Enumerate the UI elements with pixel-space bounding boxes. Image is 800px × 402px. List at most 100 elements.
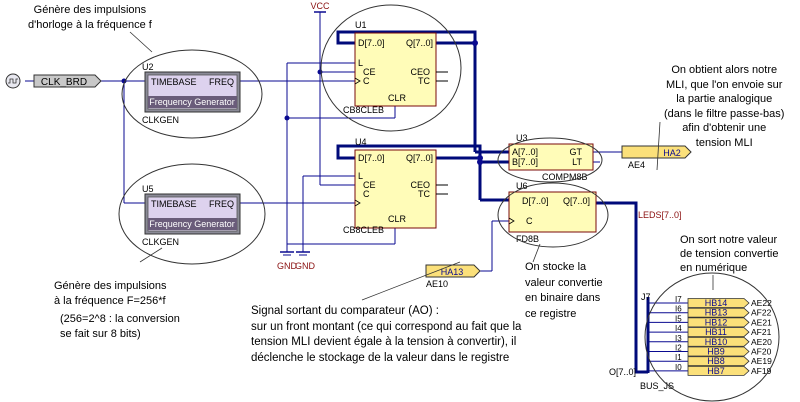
leader-top-left (129, 31, 153, 53)
counter-u1-body (354, 32, 437, 107)
counter-u1-pin-ce: CE (363, 67, 376, 77)
counter-u4-pin-q: Q[7..0] (406, 153, 433, 163)
counter-u1-ref: U1 (355, 20, 367, 30)
bus-js-label: BUS_JS (640, 381, 674, 391)
counter-u4-pin-l: L (358, 171, 363, 181)
bus-u6-q (596, 201, 648, 374)
port-clk-brd[interactable]: CLK_BRD (5, 73, 102, 89)
comparator-u3-pin-lt: LT (572, 157, 582, 167)
register-u6-pin-d: D[7..0] (522, 196, 549, 206)
j7-port-hb13[interactable] (687, 307, 750, 318)
j7-port-hb12[interactable] (687, 317, 750, 328)
clkgen-u5-label-bar (148, 218, 237, 230)
leader-register (532, 243, 541, 263)
clock-wave-mark (8, 78, 18, 84)
buses (336, 30, 650, 374)
counter-u4-ref: U4 (355, 137, 367, 147)
comparator-u3-pin-a: A[7..0] (512, 147, 538, 157)
j7-net-af19: AF19 (751, 366, 772, 376)
j7-pin-i5: I5 (675, 314, 682, 323)
comparator-u3-pin-gt: GT (570, 147, 583, 157)
port-clk-brd-shape (33, 74, 102, 88)
connector-j7-label: J7 (641, 292, 651, 302)
counter-u4[interactable]: U4 D[7..0] Q[7..0] L CE C CEO TC CLR CB8… (343, 137, 448, 235)
comparator-u3[interactable]: U3 A[7..0] B[7..0] GT LT COMPM8B (508, 133, 594, 182)
clkgen-u5[interactable]: U5 TIMEBASE FREQ Frequency Generator CLK… (142, 184, 241, 247)
port-ha2-net: AE4 (628, 160, 645, 170)
j7-port-hb7[interactable] (687, 365, 750, 376)
j7-net-af21: AF21 (751, 327, 772, 337)
counter-u4-body (354, 149, 437, 229)
clkgen-u2-type: CLKGEN (142, 115, 179, 125)
circle-j7-outputs (644, 272, 780, 402)
port-ha13[interactable]: HA13 AE10 (425, 264, 481, 289)
counter-u4-pin-c: C (363, 189, 370, 199)
register-u6-pin-q: Q[7..0] (563, 196, 590, 206)
counter-u4-pin-clr: CLR (388, 214, 407, 224)
gnd-label-1: GND (277, 261, 298, 271)
circle-comparator (497, 137, 603, 183)
junctions (121, 40, 483, 165)
clkgen-u5-pin-out: FREQ (209, 199, 234, 209)
j7-pin-i3: I3 (675, 334, 682, 343)
counter-u4-pin-tc: TC (418, 189, 430, 199)
j7-port-hb8[interactable] (687, 356, 750, 367)
counter-u1-type: CB8CLEB (343, 105, 384, 115)
bus-u1-d (336, 30, 477, 152)
j7-port-label-hb10: HB10 (705, 337, 728, 347)
counter-u1-pin-tc: TC (418, 76, 430, 86)
clkgen-u5-ref: U5 (142, 184, 154, 194)
j7-pin-i2: I2 (675, 344, 682, 353)
annotation-mli: On obtient alors notre MLI, que l'on env… (664, 64, 785, 149)
annotation-comparator-signal: Signal sortant du comparateur (AO) : sur… (251, 305, 522, 364)
port-ha2[interactable]: HA2 AE4 (621, 145, 692, 170)
bus-o-label: O[7..0] (609, 367, 636, 377)
j7-net-af22: AF22 (751, 308, 772, 318)
clkgen-u5-body-label: Frequency Generator (149, 219, 235, 229)
annotation-digital: On sort notre valeur de tension converti… (680, 234, 779, 274)
j7-port-hb11[interactable] (687, 327, 750, 338)
annotation-leaders (129, 31, 714, 301)
wires (25, 12, 688, 372)
annotation-shapes (118, 4, 780, 402)
circle-clkgen-u5 (118, 163, 266, 265)
port-ha13-net: AE10 (426, 279, 448, 289)
port-ha2-shape (621, 145, 692, 159)
j7-port-label-hb7: HB7 (707, 366, 725, 376)
j7-net-ae21: AE21 (751, 317, 772, 327)
j7-port-label-hb9: HB9 (707, 347, 725, 357)
clkgen-u2-pin-in: TIMEBASE (151, 77, 197, 87)
annotation-top-left: Génère des impulsions d'horloge à la fré… (28, 4, 152, 31)
comparator-u3-body (508, 143, 594, 171)
j7-net-ae19: AE19 (751, 356, 772, 366)
leader-bottom-left (139, 247, 163, 263)
annotation-register: On stocke la valeur convertie en binaire… (525, 261, 603, 320)
j7-port-hb10[interactable] (687, 336, 750, 347)
counter-u1[interactable]: U1 D[7..0] Q[7..0] L CE C CEO TC CLR CB8… (343, 20, 448, 115)
register-u6[interactable]: U6 D[7..0] Q[7..0] C FD8B (508, 181, 597, 244)
register-u6-body (508, 191, 597, 233)
j7-port-label-hb13: HB13 (705, 308, 728, 318)
register-u6-type: FD8B (516, 234, 539, 244)
j7-port-hb9[interactable] (687, 346, 750, 357)
counter-u1-pin-clr: CLR (388, 93, 407, 103)
counter-u4-type: CB8CLEB (343, 225, 384, 235)
register-u6-ref: U6 (516, 181, 528, 191)
clkgen-u2[interactable]: U2 TIMEBASE FREQ Frequency Generator CLK… (142, 62, 241, 125)
register-u6-clock-marker (508, 217, 515, 225)
annotation-bottom-left: Génère des impulsions à la fréquence F=2… (54, 280, 167, 307)
annotation-bottom-left-note: (256=2^8 : la conversion se fait sur 8 b… (60, 313, 180, 340)
j7-port-hb14[interactable] (687, 298, 750, 308)
counter-u1-pin-l: L (358, 58, 363, 68)
leader-mli (656, 121, 661, 171)
junction-gnd (284, 115, 290, 121)
counter-u4-pin-ceo: CEO (410, 180, 430, 190)
junction-bus-c (477, 159, 483, 165)
circle-counter-u1 (320, 4, 462, 132)
j7-pin-i0: I0 (675, 363, 682, 372)
gnd-label-2: GND (295, 261, 316, 271)
j7-pin-i6: I6 (675, 305, 682, 314)
register-u6-pin-c: C (526, 216, 533, 226)
leader-comparator (361, 261, 461, 301)
